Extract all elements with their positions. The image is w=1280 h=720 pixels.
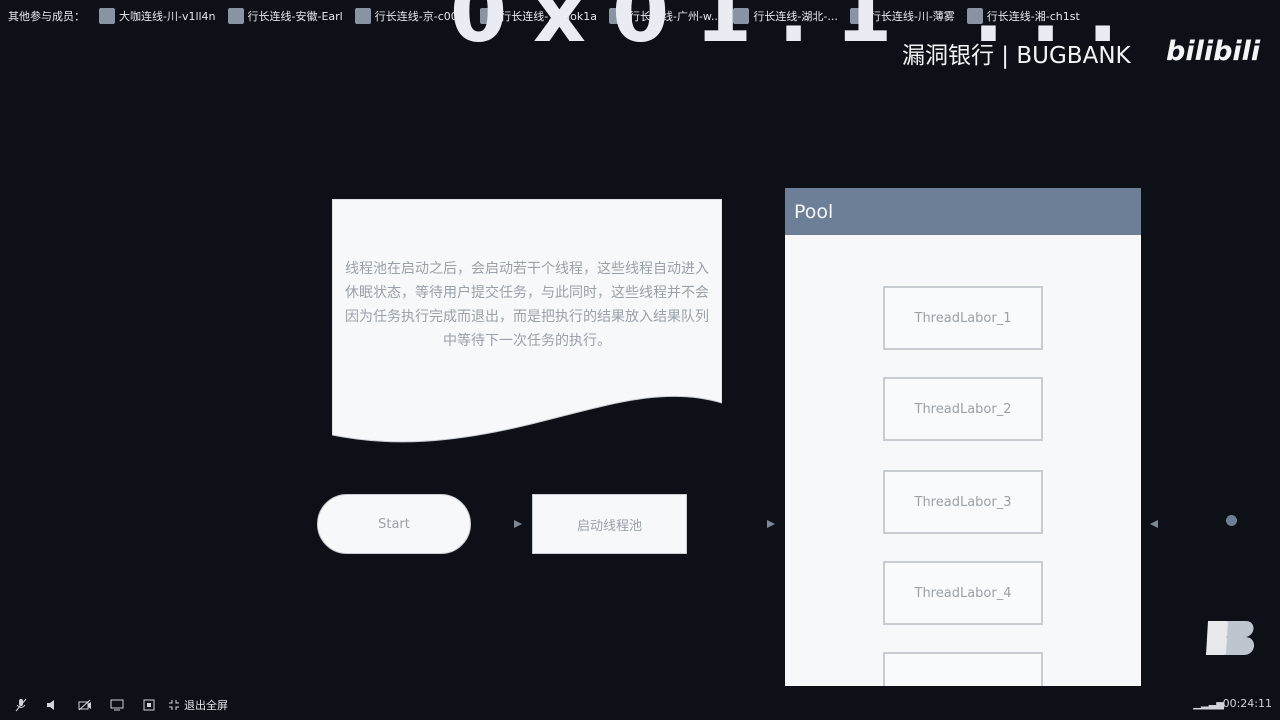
participant[interactable]: 行长连线-京-nok1a bbox=[480, 8, 597, 24]
avatar bbox=[99, 8, 115, 24]
avatar bbox=[733, 8, 750, 24]
thread-node: ThreadLabor_1 bbox=[883, 286, 1043, 350]
avatar bbox=[608, 8, 625, 24]
participants-label: 其他参与成员： bbox=[8, 10, 85, 23]
slide-title-partial: 0x01.1 ... bbox=[450, 0, 1145, 61]
mic-muted-icon[interactable] bbox=[14, 698, 28, 712]
speaker-icon[interactable] bbox=[46, 698, 60, 712]
participants-bar: 其他参与成员： 大咖连线-川-v1ll4n 行长连线-安徽-Earl 行长连线-… bbox=[0, 0, 1280, 32]
exit-fullscreen-icon bbox=[169, 700, 179, 710]
thread-node bbox=[883, 652, 1043, 686]
participant-name: 大咖连线-川-v1ll4n bbox=[119, 10, 216, 23]
thread-node: ThreadLabor_4 bbox=[883, 561, 1043, 625]
note-shape bbox=[332, 199, 722, 443]
participant[interactable]: 行长连线-广州-w... bbox=[608, 8, 721, 24]
exit-fullscreen-button[interactable]: 退出全屏 bbox=[168, 697, 228, 713]
pool-title: Pool bbox=[785, 188, 1141, 235]
bugbank-logo-icon bbox=[1206, 621, 1255, 655]
avatar bbox=[849, 8, 866, 24]
arrow-icon bbox=[514, 520, 522, 528]
bugbank-watermark: 漏洞银行 | BUGBANK bbox=[902, 43, 1131, 69]
participant[interactable]: 行长连线-京-c00... bbox=[354, 8, 468, 24]
participant[interactable]: 行长连线-湘-ch1st bbox=[966, 8, 1080, 24]
arrow-icon bbox=[767, 520, 775, 528]
screen-share-icon[interactable] bbox=[110, 698, 124, 712]
avatar bbox=[480, 8, 497, 24]
participant[interactable]: 大咖连线-川-v1ll4n bbox=[99, 8, 216, 24]
note-card: 线程池在启动之后，会启动若干个线程，这些线程自动进入休眠状态，等待用户提交任务，… bbox=[332, 199, 722, 447]
pointer-cursor-icon bbox=[1226, 515, 1237, 526]
record-icon[interactable] bbox=[142, 698, 156, 712]
participant[interactable]: 行长连线-川-薄雾 bbox=[849, 8, 955, 24]
launch-pool-node: 启动线程池 bbox=[532, 494, 687, 554]
note-text: 线程池在启动之后，会启动若干个线程，这些线程自动进入休眠状态，等待用户提交任务，… bbox=[345, 261, 709, 349]
participant[interactable]: 行长连线-湖北-... bbox=[733, 8, 838, 24]
network-signal-icon: ▁▂▃▅ bbox=[1193, 699, 1224, 710]
avatar bbox=[354, 8, 371, 24]
camera-off-icon[interactable] bbox=[78, 698, 92, 712]
avatar bbox=[227, 8, 244, 24]
exit-fullscreen-label: 退出全屏 bbox=[184, 699, 228, 712]
participant[interactable]: 行长连线-安徽-Earl bbox=[227, 8, 343, 24]
bilibili-watermark: bilibili bbox=[1166, 36, 1261, 67]
thread-node: ThreadLabor_3 bbox=[883, 470, 1043, 534]
pool-container: Pool ThreadLabor_1 ThreadLabor_2 ThreadL… bbox=[785, 188, 1141, 686]
thread-node: ThreadLabor_2 bbox=[883, 377, 1043, 441]
meeting-controls: 退出全屏 bbox=[0, 690, 1280, 720]
avatar bbox=[966, 8, 983, 24]
start-node: Start bbox=[317, 494, 471, 554]
elapsed-time: 00:24:11 bbox=[1222, 697, 1272, 710]
participant-name: 行长连线-安徽-Earl bbox=[247, 10, 343, 23]
arrow-left-icon bbox=[1150, 520, 1158, 528]
